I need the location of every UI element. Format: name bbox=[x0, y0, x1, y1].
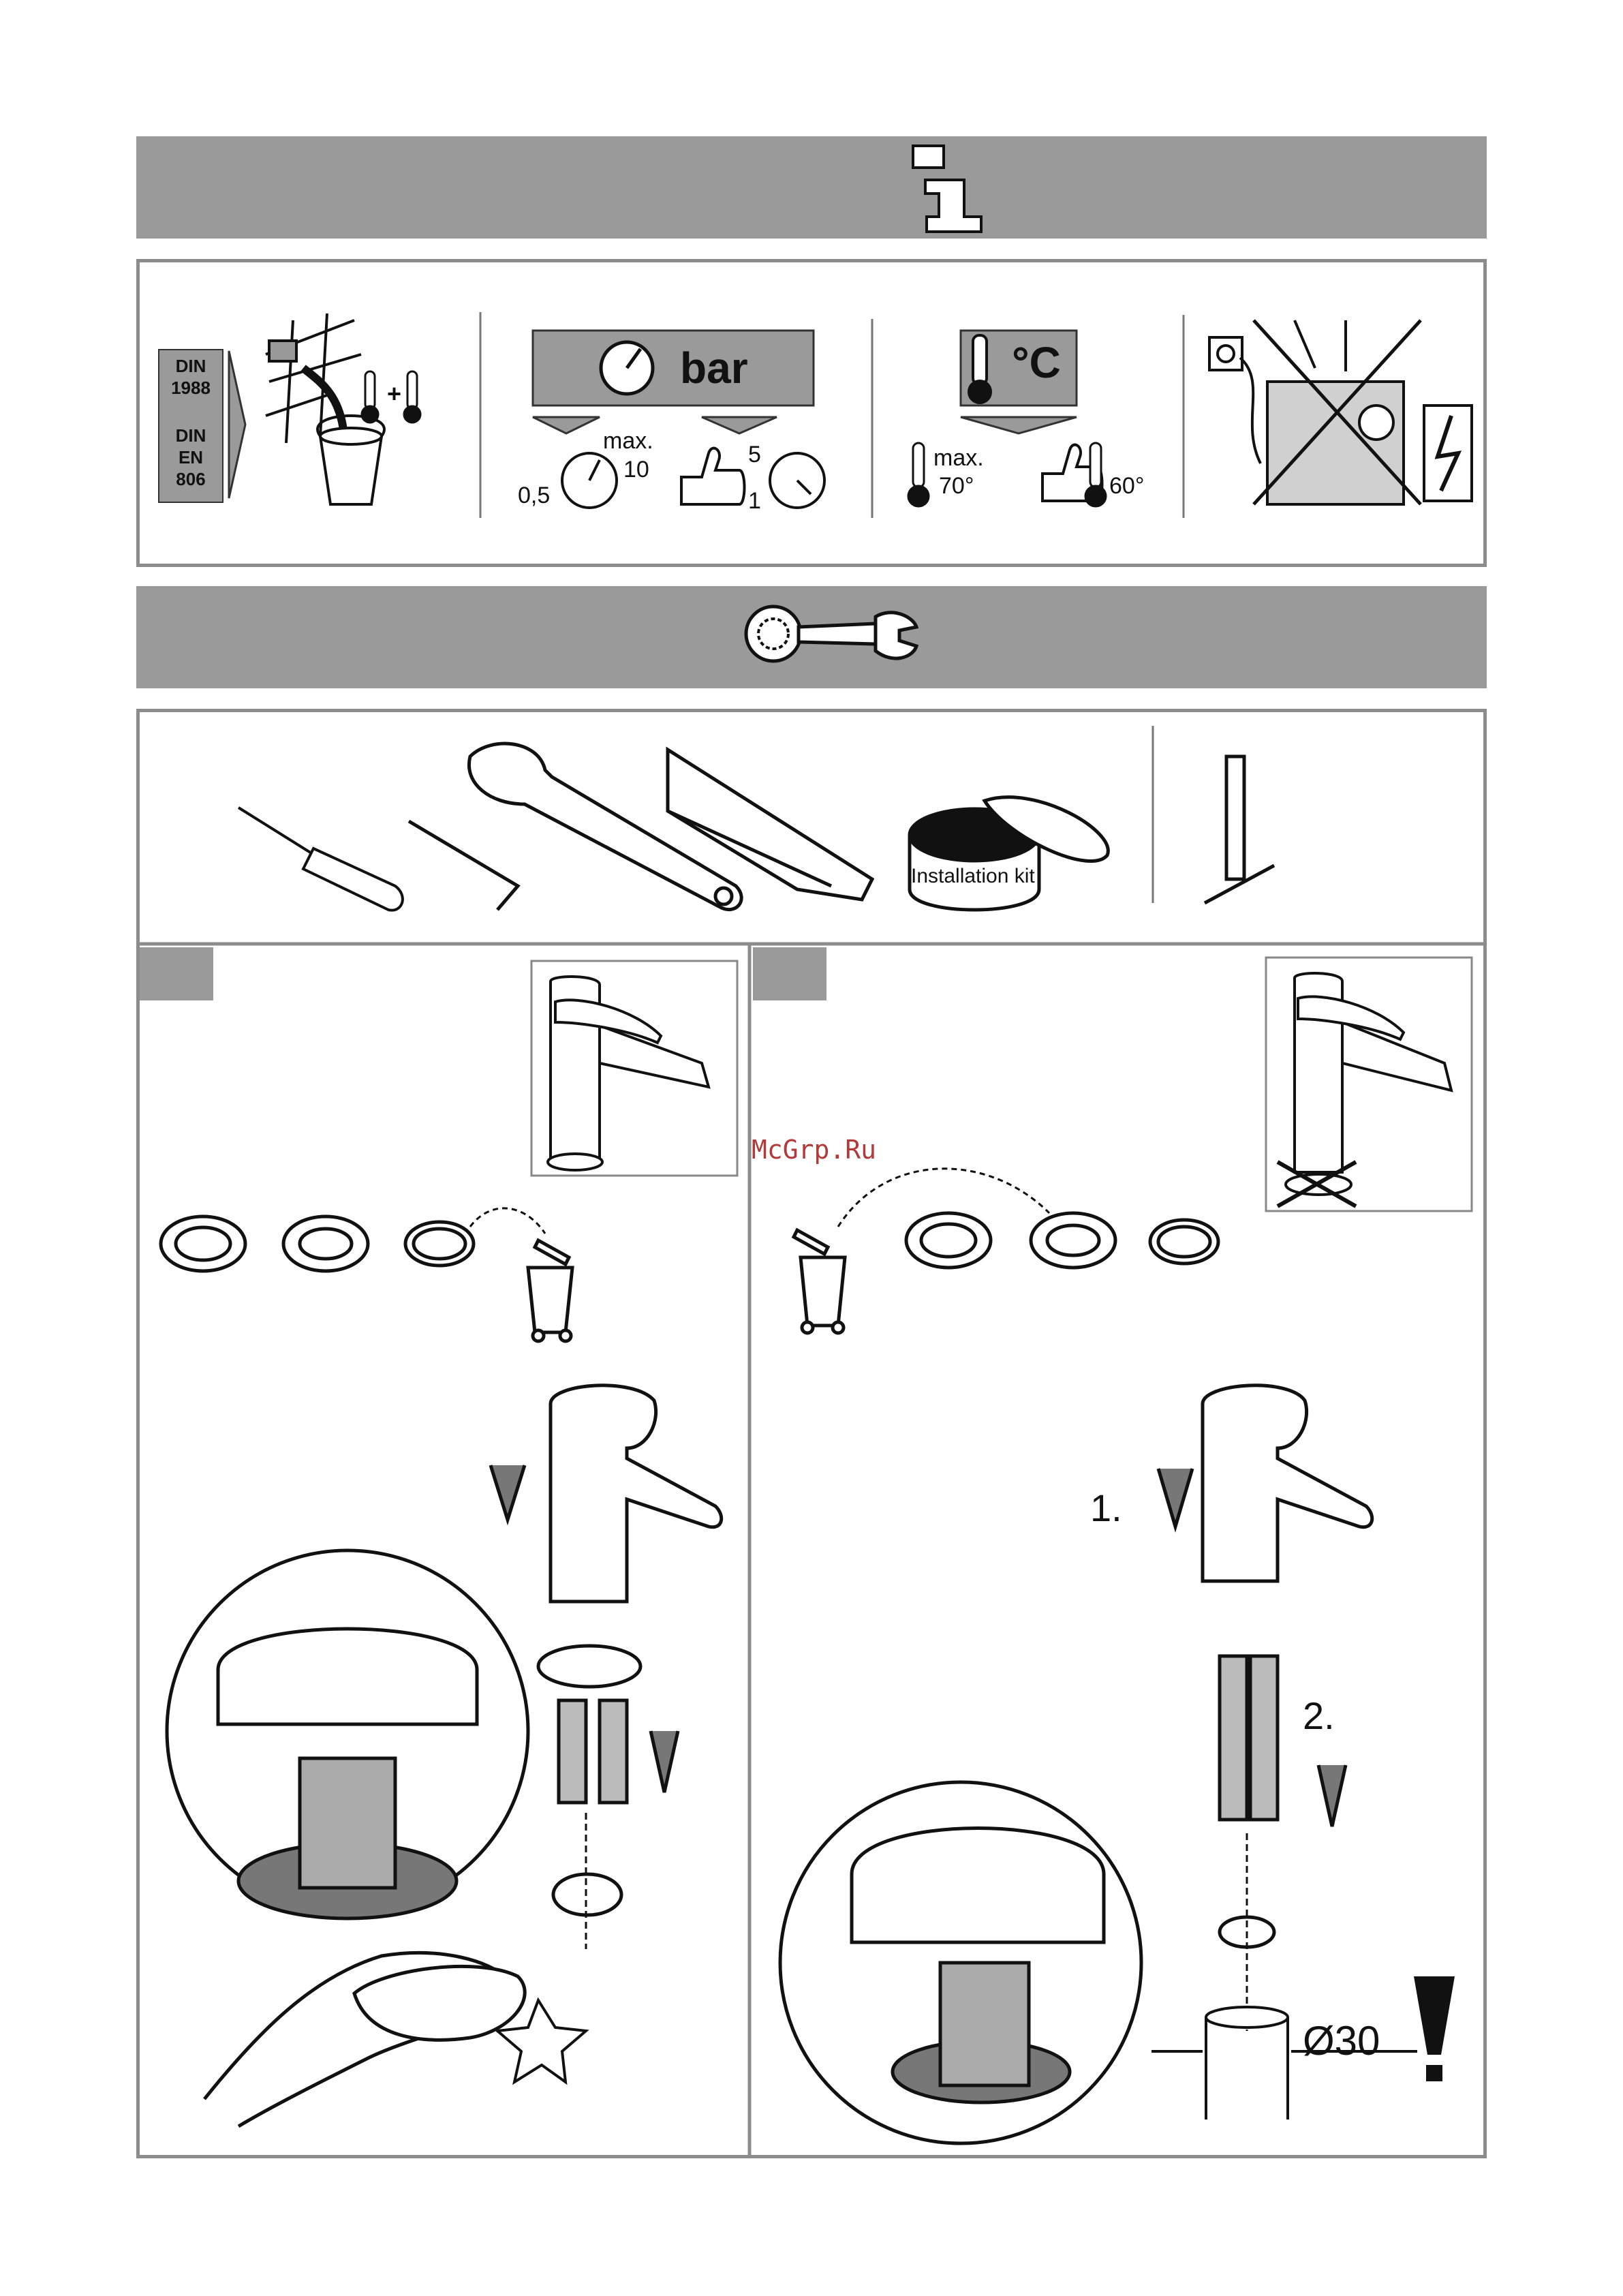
o-ring-thick-right-icon bbox=[906, 1213, 991, 1268]
step-2-label: 2. bbox=[1303, 1697, 1335, 1735]
detail-zoom-right-icon bbox=[780, 1782, 1141, 2143]
watermark: McGrp.Ru bbox=[752, 1137, 876, 1163]
diameter-label: Ø30 bbox=[1303, 2021, 1380, 2062]
trash-bin-right-icon bbox=[794, 1230, 845, 1333]
warning-exclamation-icon bbox=[1414, 1976, 1455, 2081]
faucet-installation-right-icon bbox=[1203, 1386, 1372, 1947]
step-1-label: 1. bbox=[1090, 1489, 1122, 1527]
anti-rotation-washer-right-icon bbox=[1031, 1213, 1115, 1268]
o-ring-thin-right-icon bbox=[1150, 1220, 1218, 1264]
